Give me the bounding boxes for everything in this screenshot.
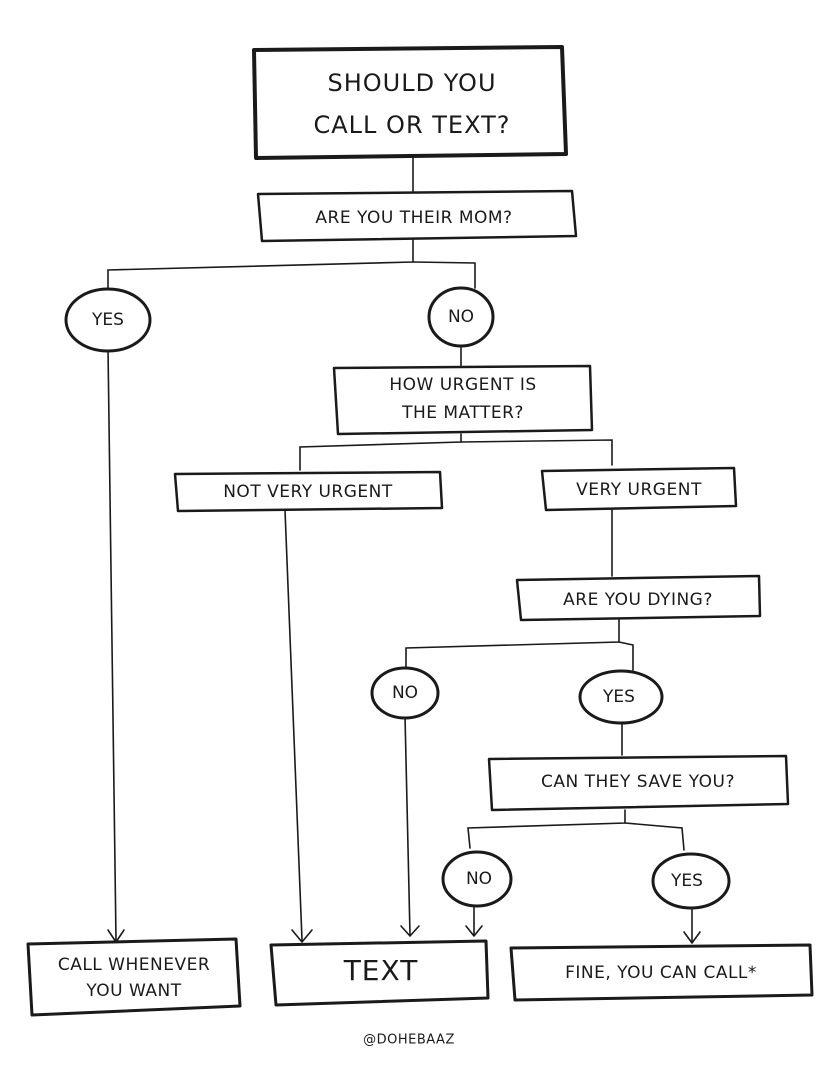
outcome-fine-call-frame xyxy=(509,943,814,1002)
outcome-call-line-1: CALL WHENEVER xyxy=(58,955,210,975)
answer-mom-no: NO xyxy=(427,286,495,348)
arrowhead-text-middle xyxy=(400,925,420,937)
outcome-text-frame xyxy=(269,939,490,1007)
outcome-call-line-2: YOU WANT xyxy=(85,981,181,1001)
answer-save-no: NO xyxy=(441,850,513,908)
connector-save-split-right xyxy=(624,822,685,851)
arrowhead-text-left xyxy=(291,929,313,943)
title-line-2: CALL OR TEXT? xyxy=(314,111,511,139)
answer-mom-no-text: NO xyxy=(448,307,474,327)
answer-dying-yes: YES xyxy=(578,669,664,725)
connector-urgency-split-left xyxy=(299,433,462,471)
outcome-call-whenever: CALL WHENEVER YOU WANT xyxy=(26,937,242,1017)
arrowhead-text-right xyxy=(465,925,483,937)
answer-dying-yes-circle xyxy=(578,669,664,725)
connector-urgency-split-right xyxy=(460,439,613,466)
question-urgency-line-1: HOW URGENT IS xyxy=(389,375,536,395)
answer-mom-no-circle xyxy=(427,286,495,348)
question-dying-text: ARE YOU DYING? xyxy=(563,590,713,610)
artist-credit: @DOHEBAAZ xyxy=(363,1033,455,1048)
connector-yes-to-call xyxy=(107,347,117,941)
answer-not-very-urgent-text: NOT VERY URGENT xyxy=(223,482,393,502)
question-urgency: HOW URGENT IS THE MATTER? xyxy=(332,364,594,436)
answer-not-very-urgent-frame xyxy=(173,470,444,513)
answer-very-urgent-text: VERY URGENT xyxy=(576,480,702,500)
answer-dying-yes-text: YES xyxy=(602,687,635,707)
answer-dying-no-circle xyxy=(370,666,440,720)
question-urgency-line-2: THE MATTER? xyxy=(401,403,524,423)
question-mom-frame xyxy=(256,189,578,243)
title-box-frame xyxy=(252,45,568,160)
answer-save-yes-circle xyxy=(651,852,731,910)
connector-save-split-left xyxy=(467,809,626,849)
connector-dying-split-right xyxy=(618,641,634,671)
question-mom-text: ARE YOU THEIR MOM? xyxy=(315,208,512,228)
title-box: SHOULD YOU CALL OR TEXT? xyxy=(252,45,568,160)
answer-mom-yes-text: YES xyxy=(91,310,124,330)
answer-mom-yes: YES xyxy=(64,287,152,353)
question-save-frame xyxy=(487,754,790,812)
outcome-fine-call-text: FINE, YOU CAN CALL* xyxy=(565,963,757,983)
answer-very-urgent-frame xyxy=(540,466,738,512)
answer-save-no-circle xyxy=(441,850,513,908)
connector-mom-to-no xyxy=(412,261,476,289)
question-save: CAN THEY SAVE YOU? xyxy=(487,754,790,812)
connector-dying-no-to-text xyxy=(404,715,411,936)
answer-save-yes-text: YES xyxy=(670,871,703,891)
connector-dying-split-left xyxy=(405,619,620,669)
outcome-text: TEXT xyxy=(269,939,490,1007)
answer-not-very-urgent: NOT VERY URGENT xyxy=(173,470,444,513)
question-save-text: CAN THEY SAVE YOU? xyxy=(541,772,735,792)
question-urgency-frame xyxy=(332,364,594,436)
outcome-fine-call: FINE, YOU CAN CALL* xyxy=(509,943,814,1002)
question-mom: ARE YOU THEIR MOM? xyxy=(256,189,578,243)
answer-dying-no: NO xyxy=(370,666,440,720)
connector-mom-split xyxy=(107,239,414,291)
answer-save-yes: YES xyxy=(651,852,731,910)
arrowhead-fine xyxy=(683,931,701,944)
answer-mom-yes-circle xyxy=(64,287,152,353)
outcome-text-label: TEXT xyxy=(343,954,419,987)
connectors xyxy=(107,156,701,944)
question-dying-frame xyxy=(515,574,762,622)
question-dying: ARE YOU DYING? xyxy=(515,574,762,622)
outcome-call-whenever-frame xyxy=(26,937,242,1017)
connector-not-urgent-to-text xyxy=(284,509,303,941)
answer-very-urgent: VERY URGENT xyxy=(540,466,738,512)
answer-dying-no-text: NO xyxy=(392,683,418,703)
title-line-1: SHOULD YOU xyxy=(327,69,496,97)
answer-save-no-text: NO xyxy=(466,869,492,889)
